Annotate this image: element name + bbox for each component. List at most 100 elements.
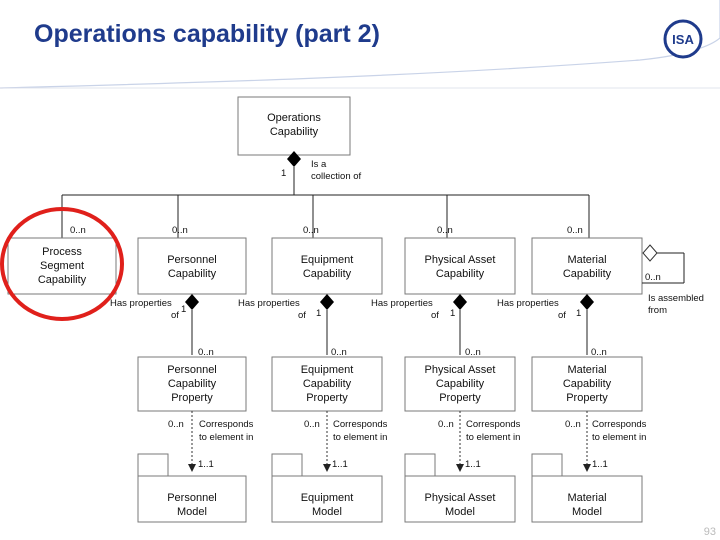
corresponds-equipment: 0..n Corresponds to element in 1..1 — [304, 411, 388, 472]
corresponds-material: 0..n Corresponds to element in 1..1 — [565, 411, 647, 472]
has-properties-line1: Has properties — [110, 298, 172, 309]
property-multiplicity: 0..n — [331, 347, 347, 358]
corresponds-line2: to element in — [333, 432, 387, 443]
page-number: 93 — [703, 526, 716, 538]
process-segment-capability-node: Process Segment Capability — [7, 237, 117, 295]
corresponds-physical-asset: 0..n Corresponds to element in 1..1 — [438, 411, 521, 472]
node-label: Material — [567, 492, 606, 504]
corresponds-line2: to element in — [199, 432, 253, 443]
corresponds-multiplicity: 0..n — [304, 419, 320, 430]
material-capability-property-node: Material Capability Property — [531, 356, 643, 412]
node-label: Material — [567, 364, 606, 376]
node-label: Property — [171, 392, 213, 404]
property-multiplicity: 0..n — [198, 347, 214, 358]
has-properties-line1: Has properties — [238, 298, 300, 309]
personnel-capability-node: Personnel Capability — [137, 237, 247, 295]
node-label: Capability — [38, 274, 87, 286]
capability-multiplicity: 0..n — [567, 225, 583, 236]
has-properties-material: Has properties of 1 0..n — [497, 294, 607, 358]
corresponds-line1: Corresponds — [333, 419, 388, 430]
root-label-line2: Capability — [270, 126, 319, 138]
root-relation-line2: collection of — [311, 171, 362, 182]
node-label: Equipment — [301, 492, 354, 504]
node-label: Capability — [168, 268, 217, 280]
has-properties-multiplicity: 1 — [450, 308, 455, 319]
has-properties-line2: of — [431, 310, 439, 321]
node-label: Property — [306, 392, 348, 404]
corresponds-line2: to element in — [466, 432, 520, 443]
corresponds-multiplicity: 0..n — [438, 419, 454, 430]
material-model-node: Material Model — [531, 453, 643, 523]
physical-asset-capability-node: Physical Asset Capability — [404, 237, 516, 295]
node-label: Capability — [303, 378, 352, 390]
has-properties-physical-asset: Has properties of 1 0..n — [371, 294, 481, 358]
corresponds-personnel: 0..n Corresponds to element in 1..1 — [168, 411, 254, 472]
corresponds-line1: Corresponds — [466, 419, 521, 430]
has-properties-equipment: Has properties of 1 0..n — [238, 294, 347, 358]
node-label: Capability — [168, 378, 217, 390]
root-multiplicity: 1 — [281, 168, 286, 179]
node-label: Process — [42, 246, 82, 258]
node-label: Capability — [436, 378, 485, 390]
node-label: Capability — [303, 268, 352, 280]
model-multiplicity: 1..1 — [465, 459, 481, 470]
capability-multiplicity: 0..n — [70, 225, 86, 236]
corresponds-multiplicity: 0..n — [168, 419, 184, 430]
has-properties-personnel: Has properties of 1 0..n — [110, 294, 214, 358]
has-properties-multiplicity: 1 — [316, 308, 321, 319]
node-label: Model — [445, 506, 475, 518]
material-capability-node: Material Capability — [531, 237, 643, 295]
node-label: Property — [566, 392, 608, 404]
node-label: Physical Asset — [425, 364, 496, 376]
node-label: Segment — [40, 260, 84, 272]
node-label: Equipment — [301, 364, 354, 376]
node-label: Physical Asset — [425, 492, 496, 504]
has-properties-multiplicity: 1 — [576, 308, 581, 319]
node-label: Physical Asset — [425, 254, 496, 266]
corresponds-line1: Corresponds — [199, 419, 254, 430]
has-properties-line2: of — [558, 310, 566, 321]
self-relation-line1: Is assembled — [648, 293, 704, 304]
equipment-model-node: Equipment Model — [271, 453, 383, 523]
root-relation-line1: Is a — [311, 159, 327, 170]
node-label: Capability — [436, 268, 485, 280]
personnel-model-node: Personnel Model — [137, 453, 247, 523]
model-multiplicity: 1..1 — [198, 459, 214, 470]
node-label: Capability — [563, 378, 612, 390]
node-label: Capability — [563, 268, 612, 280]
logo-text: ISA — [672, 32, 694, 47]
self-relation-line2: from — [648, 305, 667, 316]
corresponds-multiplicity: 0..n — [565, 419, 581, 430]
node-label: Personnel — [167, 364, 217, 376]
has-properties-line2: of — [171, 310, 179, 321]
equipment-capability-property-node: Equipment Capability Property — [271, 356, 383, 412]
model-multiplicity: 1..1 — [592, 459, 608, 470]
node-label: Personnel — [167, 254, 217, 266]
equipment-capability-node: Equipment Capability — [271, 237, 383, 295]
corresponds-line2: to element in — [592, 432, 646, 443]
has-properties-line1: Has properties — [371, 298, 433, 309]
has-properties-line2: of — [298, 310, 306, 321]
node-label: Personnel — [167, 492, 217, 504]
root-label-line1: Operations — [267, 112, 321, 124]
has-properties-multiplicity: 1 — [181, 304, 186, 315]
personnel-capability-property-node: Personnel Capability Property — [137, 356, 247, 412]
capability-multiplicity: 0..n — [172, 225, 188, 236]
node-label: Model — [312, 506, 342, 518]
capability-multiplicity: 0..n — [303, 225, 319, 236]
node-label: Property — [439, 392, 481, 404]
self-relation-multiplicity: 0..n — [645, 272, 661, 283]
slide-title: Operations capability (part 2) — [34, 20, 380, 48]
isa-logo: ISA — [663, 19, 703, 59]
node-label: Equipment — [301, 254, 354, 266]
property-multiplicity: 0..n — [465, 347, 481, 358]
self-relation-diamond — [642, 244, 658, 262]
physical-asset-capability-property-node: Physical Asset Capability Property — [404, 356, 516, 412]
corresponds-line1: Corresponds — [592, 419, 647, 430]
node-label: Material — [567, 254, 606, 266]
operations-capability-node: Operations Capability — [237, 96, 351, 156]
highlight-ellipse — [0, 207, 124, 321]
root-aggregation-diamond — [287, 151, 301, 167]
node-label: Model — [177, 506, 207, 518]
